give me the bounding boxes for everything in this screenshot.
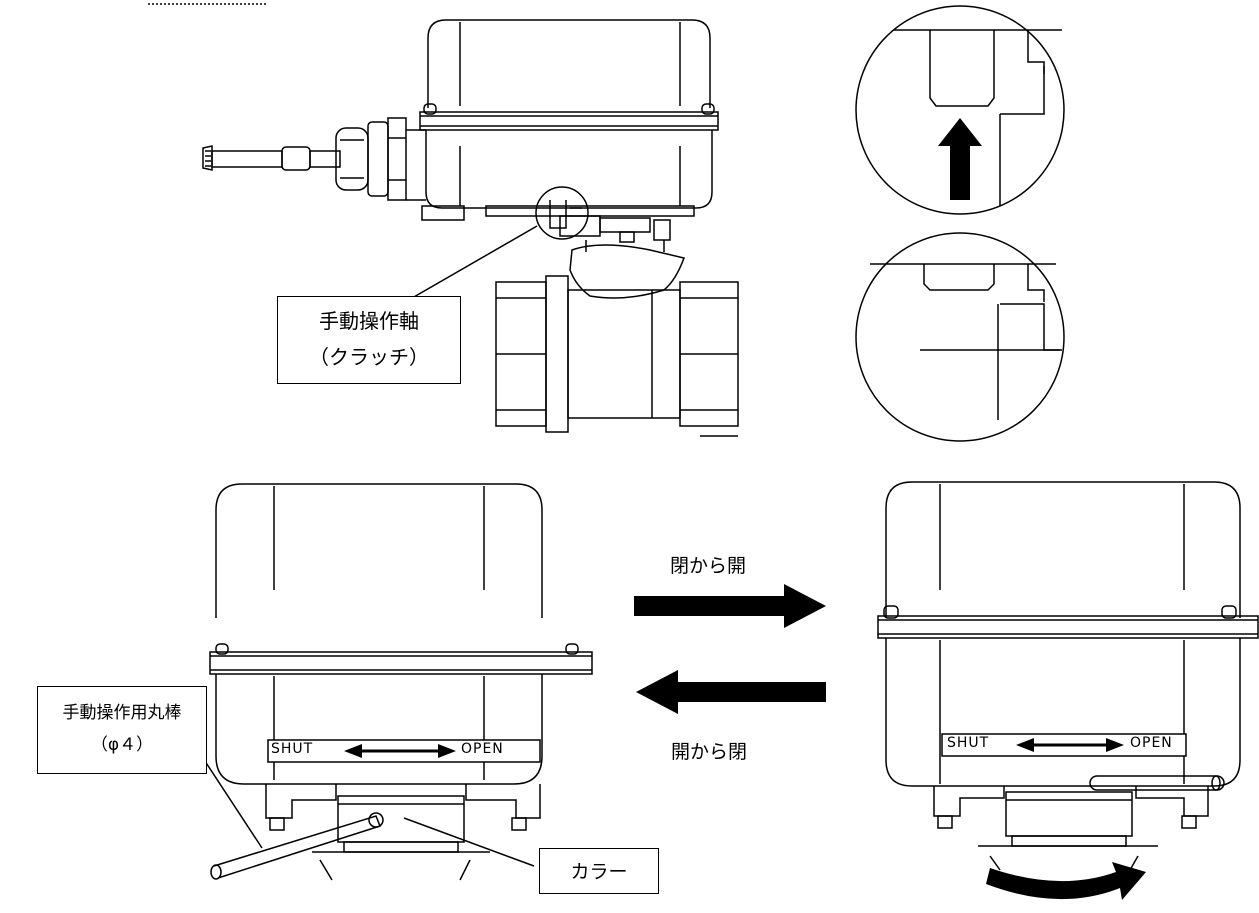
arrow-right-label: 閉から開 — [670, 555, 747, 577]
clutch-leader-line — [399, 225, 538, 306]
left-arrow — [636, 670, 826, 714]
scale-shut-left: SHUT — [271, 741, 314, 757]
right-arrow — [634, 584, 826, 628]
clutch-label-box: 手動操作軸 （クラッチ） — [277, 296, 461, 384]
up-arrow — [938, 118, 982, 200]
clutch-label-line2: （クラッチ） — [309, 345, 429, 369]
clutch-detail-circle — [535, 186, 589, 240]
clutch-detail-disengaged — [855, 232, 1065, 442]
scale-shut-right: SHUT — [947, 735, 990, 751]
collar-leader-line — [403, 817, 535, 867]
actuator-side-view — [202, 19, 739, 437]
scale-open-left: OPEN — [461, 741, 504, 757]
housing-body — [425, 130, 713, 209]
collar — [337, 795, 465, 843]
clutch-label-line1: 手動操作軸 — [319, 309, 419, 333]
clutch-detail-engaged — [855, 5, 1065, 215]
cable-gland — [335, 117, 407, 201]
cable — [202, 145, 341, 171]
rod-label-line2: （φ４） — [90, 735, 154, 755]
rod-label-box: 手動操作用丸棒 （φ４） — [37, 686, 207, 774]
scale-open-right: OPEN — [1130, 735, 1173, 751]
valve-body — [495, 275, 739, 437]
manual-rod — [213, 815, 381, 879]
actuator-front-right — [877, 481, 1259, 900]
housing-band — [419, 111, 719, 131]
rod-label-line1: 手動操作用丸棒 — [62, 703, 182, 723]
housing-cover — [427, 19, 711, 108]
rotation-arrow — [986, 862, 1146, 900]
actuator-front-left — [177, 483, 593, 881]
collar-label-box: カラー — [539, 848, 659, 894]
arrow-left-label: 開から閉 — [671, 741, 748, 763]
collar-label: カラー — [570, 861, 628, 883]
